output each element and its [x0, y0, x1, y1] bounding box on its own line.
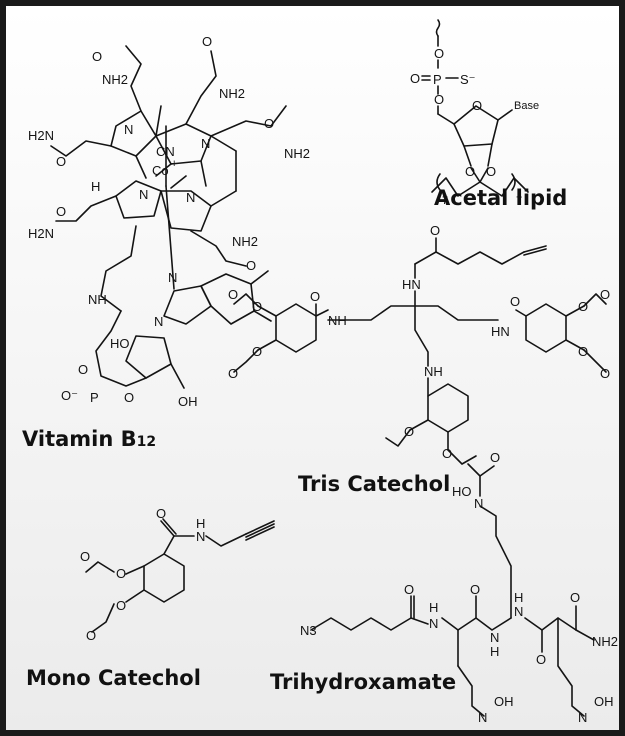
b12-cn-label: CN — [156, 144, 175, 159]
trihyd-h1-label: H — [429, 600, 438, 615]
acetal-o-p-label: O — [410, 71, 420, 86]
mono-h-label: H — [196, 516, 205, 531]
b12-o1-label: O — [92, 49, 102, 64]
acetal-p-label: P — [433, 72, 442, 87]
b12-bzim-n1-label: N — [168, 270, 177, 285]
acetal-s-label: S⁻ — [460, 72, 476, 87]
tris-o7-label: O — [578, 299, 588, 314]
tris-o3-label: O — [228, 287, 238, 302]
b12-o5-label: O — [56, 204, 66, 219]
b12-p-label: P — [90, 390, 99, 405]
b12-h-label: H — [91, 179, 100, 194]
mono-o5-label: O — [86, 628, 96, 643]
caption-tris-catechol: Tris Catechol — [298, 472, 451, 496]
tris-o6-label: O — [510, 294, 520, 309]
trihyd-ho-label: HO — [452, 484, 472, 499]
acetal-o-top-label: O — [434, 46, 444, 61]
b12-o2-label: O — [202, 34, 212, 49]
tris-nh-mid-label: NH — [424, 364, 443, 379]
acetal-base-label: Base — [514, 100, 539, 112]
trihyd-oh1-label: OH — [494, 694, 514, 709]
b12-n3-label: N — [139, 187, 148, 202]
caption-vitamin-b12-text: Vitamin B — [22, 427, 137, 451]
b12-nh2-top-label: NH2 — [102, 72, 128, 87]
tris-o1-label: O — [310, 289, 320, 304]
b12-nh2-top2-label: NH2 — [219, 86, 245, 101]
trihyd-o5-label: O — [490, 450, 500, 465]
b12-oh-label: OH — [178, 394, 198, 409]
b12-o3-label: O — [264, 116, 274, 131]
trihyd-oh2-label: OH — [594, 694, 614, 709]
b12-nh2-lowright-label: NH2 — [232, 234, 258, 249]
tris-o4-label: O — [252, 344, 262, 359]
tris-hn-top-label: HN — [402, 277, 421, 292]
b12-n4-label: N — [186, 190, 195, 205]
b12-bzim-n2-label: N — [154, 314, 163, 329]
b12-ominus-label: O⁻ — [61, 388, 78, 403]
tris-o9-label: O — [578, 344, 588, 359]
b12-o6-label: O — [246, 258, 256, 273]
b12-n1-label: N — [124, 122, 133, 137]
tris-o-top-label: O — [430, 223, 440, 238]
vitamin-b12-structure: N N N N CN Co + H NH2 NH2 NH2 H2N H2N NH… — [28, 34, 310, 409]
mono-o3-label: O — [80, 549, 90, 564]
mono-n-label: N — [196, 529, 205, 544]
trihydroxamate-structure: N3 O H N O N H N H O O NH2 HO N O N OH N… — [300, 450, 618, 725]
b12-o-p1-label: O — [78, 362, 88, 377]
b12-o4-label: O — [56, 154, 66, 169]
b12-co-charge: + — [171, 158, 177, 170]
trihyd-n-top-label: N — [474, 496, 483, 511]
caption-vitamin-b12-subscript: 12 — [136, 434, 157, 450]
chemical-structures-canvas: N N N N CN Co + H NH2 NH2 NH2 H2N H2N NH… — [28, 19, 618, 725]
caption-mono-catechol: Mono Catechol — [26, 666, 201, 690]
trihyd-h2-label: H — [490, 644, 499, 659]
trihyd-nh2-label: NH2 — [592, 634, 618, 649]
trihyd-n3b-label: N — [514, 604, 523, 619]
acetal-o-sugar-label: O — [434, 92, 444, 107]
caption-vitamin-b12: Vitamin B12 — [22, 427, 156, 451]
tris-o11-label: O — [404, 424, 414, 439]
acetal-o-b-label: O — [486, 164, 496, 179]
caption-acetal-lipid: Acetal lipid — [434, 186, 568, 210]
mono-catechol-structure: O H N O O O O — [80, 506, 275, 643]
tris-o10-label: O — [600, 366, 610, 381]
acetal-n7a-label: 7 — [442, 195, 448, 207]
mono-o4-label: O — [116, 598, 126, 613]
tris-o12-label: O — [442, 446, 452, 461]
b12-h2n-left-label: H2N — [28, 128, 54, 143]
trihyd-n-oh2-label: N — [578, 710, 587, 725]
tris-catechol-structure: HN O NH HN NH O O O O O O O O O O O O — [228, 223, 610, 465]
trihyd-o1-label: O — [404, 582, 414, 597]
trihyd-o2-label: O — [470, 582, 480, 597]
tris-nh-left-label: NH — [328, 313, 347, 328]
b12-n2-label: N — [201, 136, 210, 151]
mono-o2-label: O — [116, 566, 126, 581]
tris-hn-right-label: HN — [491, 324, 510, 339]
b12-nh2-right-label: NH2 — [284, 146, 310, 161]
acetal-o-ring-label: O — [472, 98, 482, 113]
trihyd-h3-label: H — [514, 590, 523, 605]
acetal-n7b-label: 7 — [516, 195, 522, 207]
trihyd-o3-label: O — [536, 652, 546, 667]
b12-co-label: Co — [152, 163, 169, 178]
b12-nh-label: NH — [88, 292, 107, 307]
tris-o5-label: O — [228, 366, 238, 381]
acetal-lipid-structure: O O P S⁻ O O Base O O 7 7 — [410, 19, 539, 207]
b12-h2n-left2-label: H2N — [28, 226, 54, 241]
mono-o1-label: O — [156, 506, 166, 521]
trihyd-n1-label: N — [429, 616, 438, 631]
tris-o8-label: O — [600, 287, 610, 302]
trihyd-o4-label: O — [570, 590, 580, 605]
trihyd-n-oh1-label: N — [478, 710, 487, 725]
trihyd-n2-label: N — [490, 630, 499, 645]
b12-ho-label: HO — [110, 336, 130, 351]
acetal-o-a-label: O — [465, 164, 475, 179]
trihyd-n3-label: N3 — [300, 623, 317, 638]
tris-o2-label: O — [252, 299, 262, 314]
b12-o-p3-label: O — [124, 390, 134, 405]
caption-trihydroxamate: Trihydroxamate — [270, 670, 457, 694]
